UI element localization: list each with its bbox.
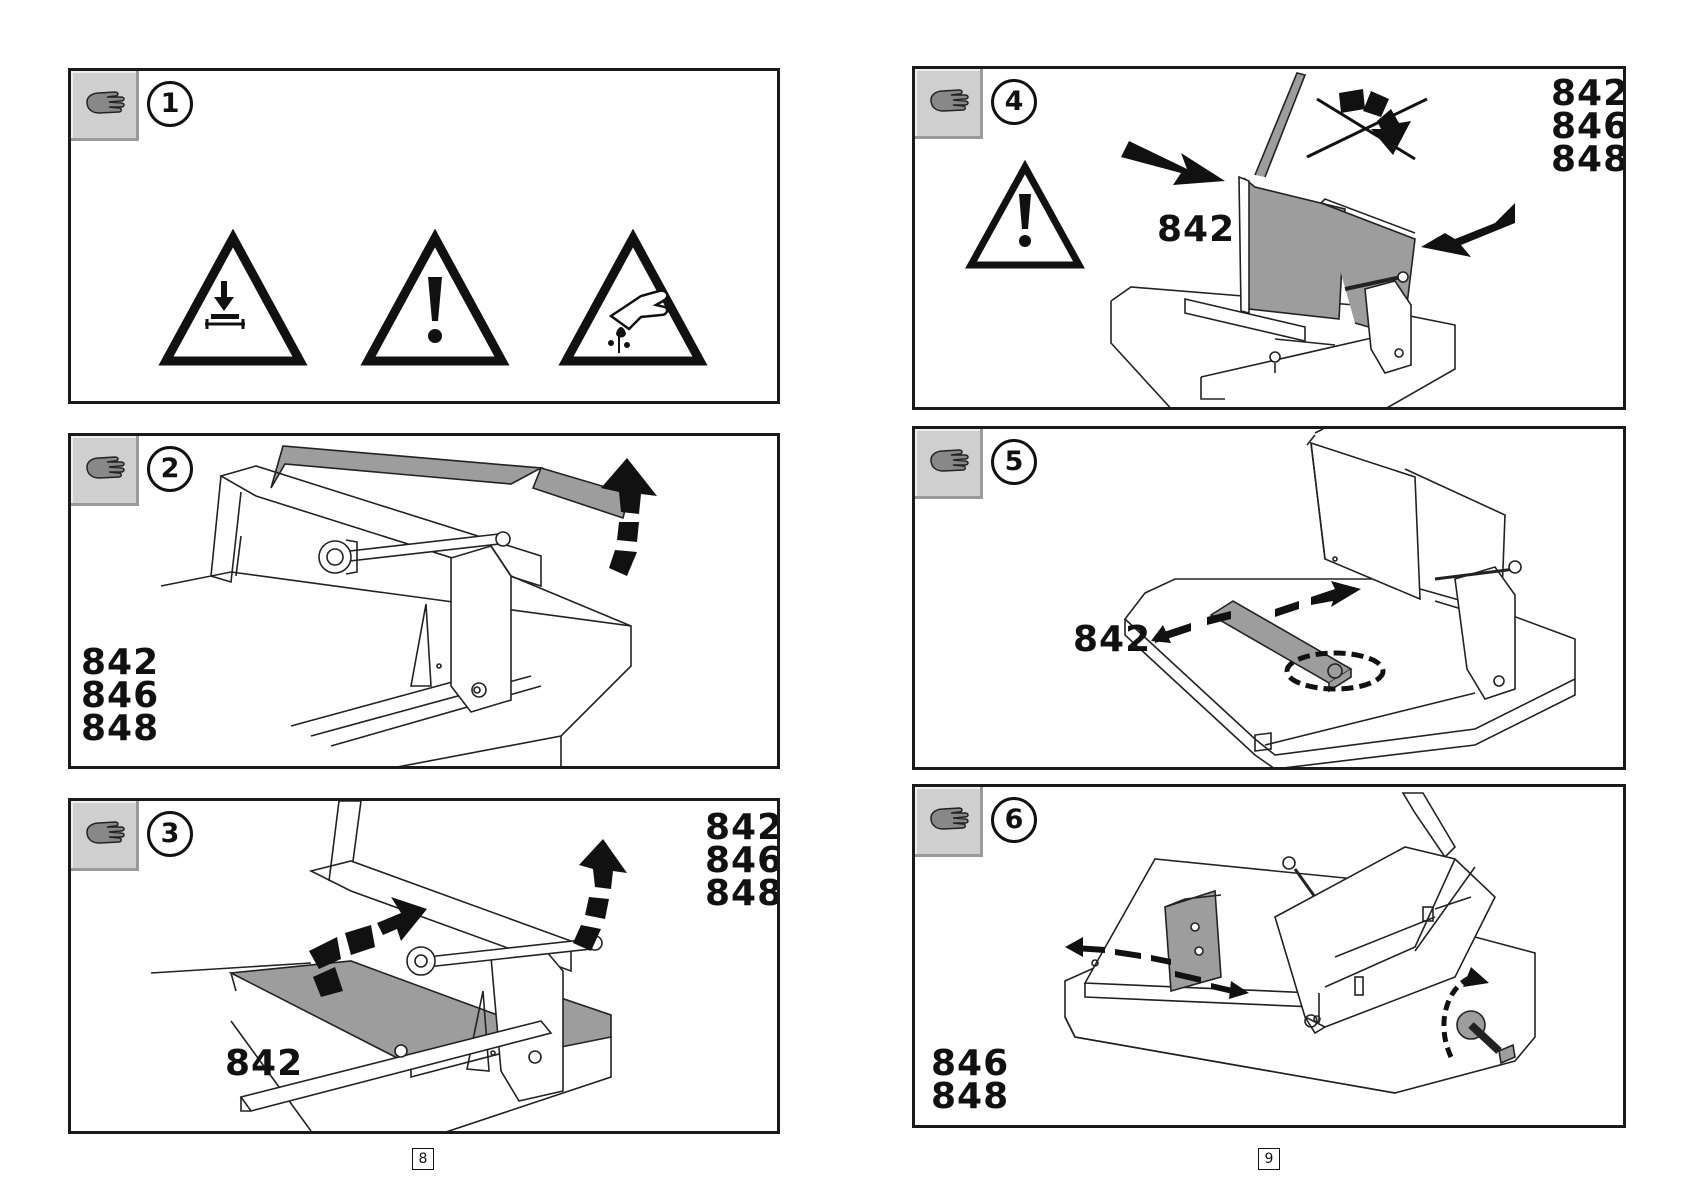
model-numbers: 842 846 848 (1551, 77, 1626, 176)
warning-icon (971, 167, 1079, 265)
lift-arrow-icon (601, 458, 657, 576)
page-number-left: 8 (412, 1148, 434, 1170)
model-label: 842 (225, 1043, 303, 1084)
lift-arrow-icon (573, 839, 627, 951)
step-panel-6: 6 (912, 784, 1626, 1128)
model-label: 842 (1073, 619, 1151, 660)
step-panel-1: 1 (68, 68, 780, 404)
cutter-illustration (71, 801, 780, 1134)
cutter-illustration (915, 69, 1626, 410)
cutter-illustration (915, 787, 1626, 1128)
model-numbers: 842 846 848 (705, 811, 780, 910)
hand-hazard-icon (566, 238, 700, 361)
step-panel-2: 2 (68, 433, 780, 769)
page-number-right: 9 (1258, 1148, 1280, 1170)
model-label: 842 (1157, 209, 1235, 250)
step-panel-4: 4 (912, 66, 1626, 410)
cutter-illustration (71, 436, 780, 769)
step-panel-3: 3 (68, 798, 780, 1134)
cutter-illustration (915, 429, 1626, 770)
model-numbers: 846 848 (931, 1047, 1009, 1113)
warning-signs (71, 71, 780, 404)
step-panel-5: 5 (912, 426, 1626, 770)
model-numbers: 842 846 848 (81, 646, 159, 745)
prohibited-lowering-icon (1307, 89, 1427, 159)
crush-warning-icon (166, 238, 300, 361)
general-warning-icon (368, 238, 502, 361)
